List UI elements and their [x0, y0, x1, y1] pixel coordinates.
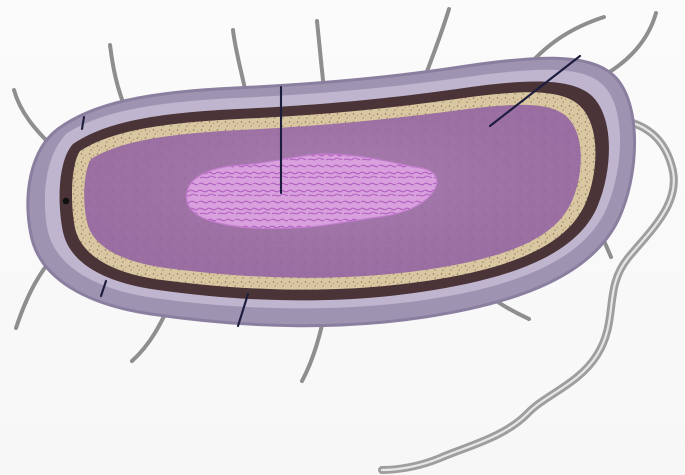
pilus-3 — [233, 30, 245, 89]
membrane-dot — [63, 198, 70, 205]
